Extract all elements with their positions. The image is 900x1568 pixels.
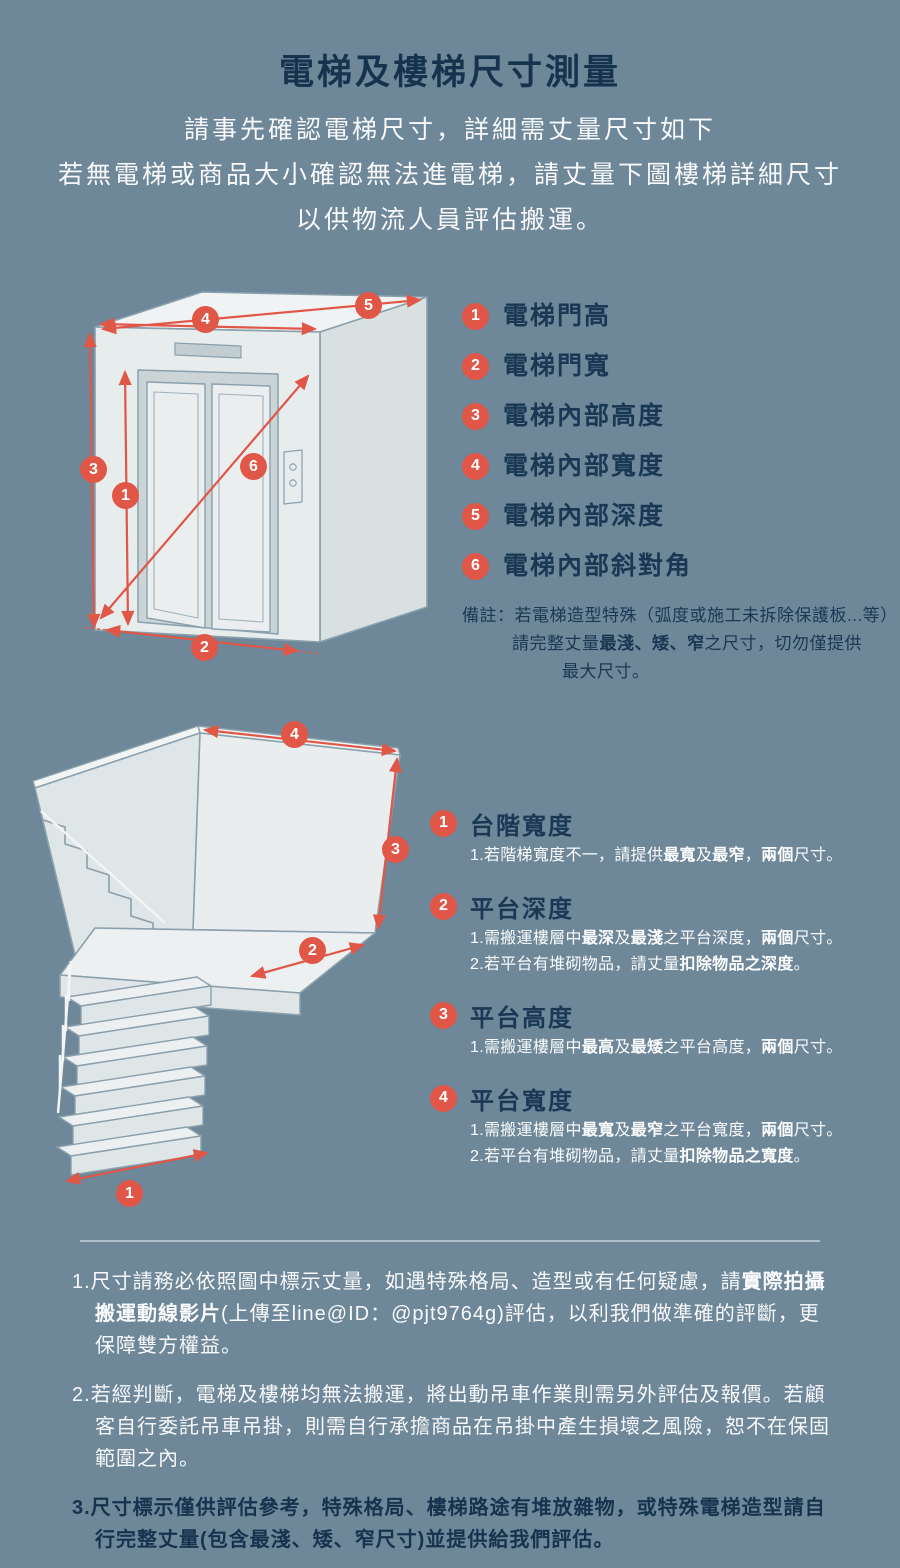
- elevator-legend: 1 電梯門高 2 電梯門寬 3 電梯內部高度 4 電梯內部寬度 5 電梯內部深度…: [462, 302, 898, 686]
- legend-badge-4: 4: [462, 452, 489, 480]
- badge-number: 2: [308, 941, 317, 959]
- elevator-note: 備註：若電梯造型特殊（弧度或施工未拆除保護板...等） 請完整丈量最淺、矮、窄之…: [462, 602, 898, 686]
- elevator-figure-badge-4: 4: [192, 306, 219, 333]
- stairs-legend-title-platform-width: 平台寬度: [470, 1087, 574, 1115]
- elevator-right-face: [319, 296, 428, 643]
- intro-line-3: 以供物流人員評估搬運。: [295, 206, 604, 234]
- footer-note-1: 1.尺寸請務必依照圖中標示丈量，如遇特殊格局、造型或有任何疑慮，請實際拍攝搬運動…: [72, 1271, 826, 1357]
- elevator-legend-item-1: 1 電梯門高: [462, 302, 894, 330]
- stairs-legend-badge-1: 1: [430, 809, 457, 837]
- elevator-legend-item-4: 4 電梯內部寬度: [462, 452, 894, 480]
- badge-number: 3: [89, 460, 98, 478]
- badge-number: 4: [201, 310, 210, 328]
- elevator-button-up: [289, 463, 297, 471]
- elevator-drawing: [83, 291, 428, 657]
- stairs-legend-title-platform-depth: 平台深度: [470, 895, 574, 923]
- stairs-legend-head-1: 1 台階寬度: [430, 808, 892, 840]
- elevator-illustration: 4 5 3 1 6 2: [75, 282, 465, 682]
- badge-number: 1: [121, 486, 130, 504]
- stairs-legend-head-4: 4 平台寬度: [430, 1083, 892, 1115]
- elevator-legend-item-5: 5 電梯內部深度: [462, 502, 894, 530]
- stairs-railing: [56, 960, 73, 1114]
- elevator-legend-item-3: 3 電梯內部高度: [462, 402, 894, 430]
- elevator-figure-badge-1: 1: [112, 482, 139, 509]
- elevator-figure-badge-2: 2: [191, 634, 218, 661]
- elevator-button-panel: [283, 449, 303, 505]
- stairs-legend-item-2: 2 平台深度 1.需搬運樓層中最深及最淺之平台深度，兩個尺寸。 2.若平台有堆砌…: [430, 891, 892, 978]
- stairs-illustration: 4 3 2 1: [15, 721, 415, 1218]
- stairs-note-line: 1.需搬運樓層中最高及最矮之平台高度，兩個尺寸。: [470, 1039, 843, 1056]
- stairs-left-wall: [34, 732, 201, 956]
- stairs-legend: 1 台階寬度 1.若階梯寬度不一，請提供最寬及最窄，兩個尺寸。 2 平台深度 1…: [430, 808, 892, 1192]
- stairs-figure-badge-3: 3: [382, 836, 409, 863]
- legend-label-interior-width: 電梯內部寬度: [503, 452, 666, 480]
- stairs-upper-flight-steps: [42, 819, 154, 940]
- legend-label-door-height: 電梯門高: [503, 302, 612, 330]
- intro-line-1: 請事先確認電梯尺寸，詳細需丈量尺寸如下: [183, 116, 716, 144]
- badge-number: 3: [391, 840, 400, 858]
- elevator-legend-item-2: 2 電梯門寬: [462, 352, 894, 380]
- elevator-legend-item-6: 6 電梯內部斜對角: [462, 552, 894, 580]
- stairs-legend-head-2: 2 平台深度: [430, 891, 892, 923]
- stairs-figure-badge-1: 1: [116, 1180, 143, 1207]
- stairs-legend-notes-4: 1.需搬運樓層中最寬及最窄之平台寬度，兩個尺寸。 2.若平台有堆砌物品，請丈量扣…: [430, 1118, 892, 1170]
- badge-number: 6: [249, 457, 258, 475]
- note-line-1: 備註：若電梯造型特殊（弧度或施工未拆除保護板...等）: [462, 606, 898, 625]
- footer-note-3: 3.尺寸標示僅供評估參考，特殊格局、樓梯路途有堆放雜物，或特殊電梯造型請自行完整…: [72, 1497, 826, 1551]
- stairs-legend-title-platform-height: 平台高度: [470, 1004, 574, 1032]
- intro-text: 請事先確認電梯尺寸，詳細需丈量尺寸如下 若無電梯或商品大小確認無法進電梯，請丈量…: [0, 108, 900, 243]
- elevator-figure-badge-3: 3: [80, 456, 107, 483]
- measure-line-door-width-guide2: [296, 650, 320, 655]
- legend-badge-3: 3: [462, 402, 489, 430]
- note-line-3: 最大尺寸。: [562, 662, 650, 681]
- legend-label-door-width: 電梯門寬: [503, 352, 612, 380]
- intro-line-2: 若無電梯或商品大小確認無法進電梯，請丈量下圖樓梯詳細尺寸: [57, 161, 842, 189]
- stairs-legend-notes-2: 1.需搬運樓層中最深及最淺之平台深度，兩個尺寸。 2.若平台有堆砌物品，請丈量扣…: [430, 926, 892, 978]
- stairs-legend-item-3: 3 平台高度 1.需搬運樓層中最高及最矮之平台高度，兩個尺寸。: [430, 1000, 892, 1061]
- stairs-drawing: [32, 724, 403, 1185]
- divider: [80, 1240, 820, 1242]
- badge-number: 2: [200, 638, 209, 656]
- badge-number: 1: [125, 1184, 134, 1202]
- stairs-note-line: 1.需搬運樓層中最寬及最窄之平台寬度，兩個尺寸。: [470, 1122, 843, 1139]
- stairs-legend-notes-1: 1.若階梯寬度不一，請提供最寬及最窄，兩個尺寸。: [430, 843, 892, 869]
- stairs-note-line: 1.若階梯寬度不一，請提供最寬及最窄，兩個尺寸。: [470, 847, 843, 864]
- stairs-figure-badge-4: 4: [281, 721, 308, 748]
- stairs-legend-item-4: 4 平台寬度 1.需搬運樓層中最寬及最窄之平台寬度，兩個尺寸。 2.若平台有堆砌…: [430, 1083, 892, 1170]
- badge-number: 5: [364, 296, 373, 314]
- stairs-legend-badge-4: 4: [430, 1084, 457, 1112]
- legend-label-interior-depth: 電梯內部深度: [503, 502, 666, 530]
- stairs-legend-title-step-width: 台階寬度: [470, 812, 574, 840]
- stairs-legend-item-1: 1 台階寬度 1.若階梯寬度不一，請提供最寬及最窄，兩個尺寸。: [430, 808, 892, 869]
- stairs-lower-flight: [56, 976, 212, 1176]
- legend-badge-2: 2: [462, 352, 489, 380]
- footer-note-2: 2.若經判斷，電梯及樓梯均無法搬運，將出動吊車作業則需另外評估及報價。若顧客自行…: [72, 1384, 830, 1470]
- badge-number: 4: [290, 725, 299, 743]
- stairs-figure-badge-2: 2: [299, 937, 326, 964]
- measure-line-diagonal: [99, 374, 310, 620]
- elevator-figure-badge-6: 6: [240, 453, 267, 480]
- legend-label-interior-height: 電梯內部高度: [503, 402, 666, 430]
- elevator-door-right-panel: [211, 383, 271, 633]
- elevator-figure-badge-5: 5: [355, 292, 382, 319]
- footer-notes: 1.尺寸請務必依照圖中標示丈量，如遇特殊格局、造型或有任何疑慮，請實際拍攝搬運動…: [72, 1266, 834, 1568]
- stairs-legend-badge-3: 3: [430, 1001, 457, 1029]
- stairs-note-line: 1.需搬運樓層中最深及最淺之平台深度，兩個尺寸。: [470, 930, 843, 947]
- page-title: 電梯及樓梯尺寸測量: [278, 53, 621, 92]
- legend-label-interior-diagonal: 電梯內部斜對角: [503, 552, 693, 580]
- stairs-note-line: 2.若平台有堆砌物品，請丈量扣除物品之寬度。: [470, 1148, 810, 1165]
- note-line-2: 請完整丈量最淺、矮、窄之尺寸，切勿僅提供: [512, 634, 862, 653]
- legend-badge-6: 6: [462, 552, 489, 580]
- measure-line-step-width: [64, 1149, 210, 1185]
- legend-badge-5: 5: [462, 502, 489, 530]
- stairs-legend-badge-2: 2: [430, 892, 457, 920]
- stairs-note-line: 2.若平台有堆砌物品，請丈量扣除物品之深度。: [470, 956, 810, 973]
- stairs-legend-head-3: 3 平台高度: [430, 1000, 892, 1032]
- measure-line-door-width-guide: [84, 626, 108, 631]
- elevator-floor-display: [174, 342, 242, 359]
- stairs-upper-handrail: [40, 810, 166, 924]
- legend-badge-1: 1: [462, 302, 489, 330]
- elevator-button-down: [289, 479, 297, 487]
- stairs-legend-notes-3: 1.需搬運樓層中最高及最矮之平台高度，兩個尺寸。: [430, 1035, 892, 1061]
